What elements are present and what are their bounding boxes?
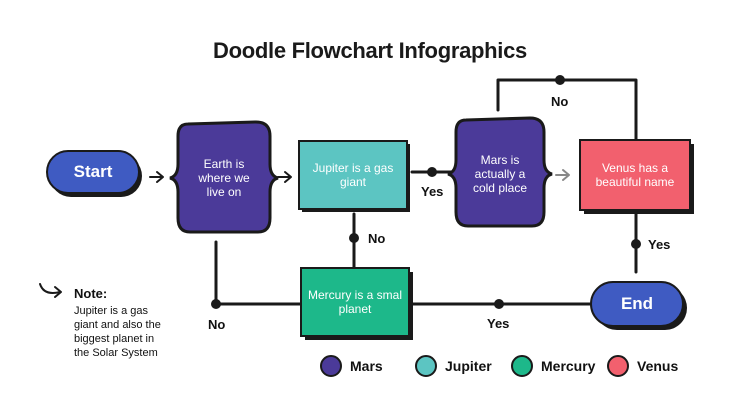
start-node: Start xyxy=(73,162,113,181)
junction-dot xyxy=(631,239,641,249)
arrow-earth-jupiter-icon xyxy=(277,171,292,183)
edge-label-no: No xyxy=(551,94,569,109)
edge-label-yes: Yes xyxy=(648,237,671,252)
edge-label-yes: Yes xyxy=(421,184,444,199)
junction-dot xyxy=(211,299,221,309)
junction-dot xyxy=(494,299,504,309)
legend-label: Mercury xyxy=(541,358,596,374)
mars-node: Mars is actually a cold place xyxy=(472,153,528,195)
legend-item-jupiter: Jupiter xyxy=(415,355,492,377)
legend-item-mars: Mars xyxy=(320,355,383,377)
edge-label-no: No xyxy=(208,317,226,332)
jupiter-node: Jupiter is a gas giant xyxy=(312,161,394,189)
legend-label: Jupiter xyxy=(445,358,492,374)
legend-label: Venus xyxy=(637,358,679,374)
venus-node: Venus has a beautiful name xyxy=(595,161,675,189)
junction-dot xyxy=(555,75,565,85)
legend-label: Mars xyxy=(350,358,383,374)
legend-item-mercury: Mercury xyxy=(511,355,595,377)
note-body: Jupiter is a gas giant and also the bigg… xyxy=(74,305,161,359)
legend-swatch xyxy=(511,355,533,377)
curved-arrow-icon xyxy=(39,283,62,298)
edge-label-no: No xyxy=(368,231,386,246)
legend-swatch xyxy=(320,355,342,377)
page-title: Doodle Flowchart Infographics xyxy=(213,38,527,63)
arrow-mars-venus-icon xyxy=(555,169,570,181)
earth-node: Earth is where we live on xyxy=(198,157,250,199)
junction-dot xyxy=(427,167,437,177)
junction-dot xyxy=(349,233,359,243)
legend-swatch xyxy=(415,355,437,377)
earth-node-shape xyxy=(169,120,279,234)
legend-item-venus: Venus xyxy=(607,355,678,377)
connector-mercury-earth xyxy=(214,240,302,306)
mercury-node: Mercury is a smal planet xyxy=(307,288,402,316)
legend-swatch xyxy=(607,355,629,377)
edge-label-yes: Yes xyxy=(487,316,510,331)
connector-mars-venus-loop xyxy=(496,78,638,144)
arrow-start-earth-icon xyxy=(149,171,164,183)
end-node: End xyxy=(620,294,654,313)
note-title: Note: xyxy=(74,286,108,301)
mars-node-shape xyxy=(447,116,553,228)
